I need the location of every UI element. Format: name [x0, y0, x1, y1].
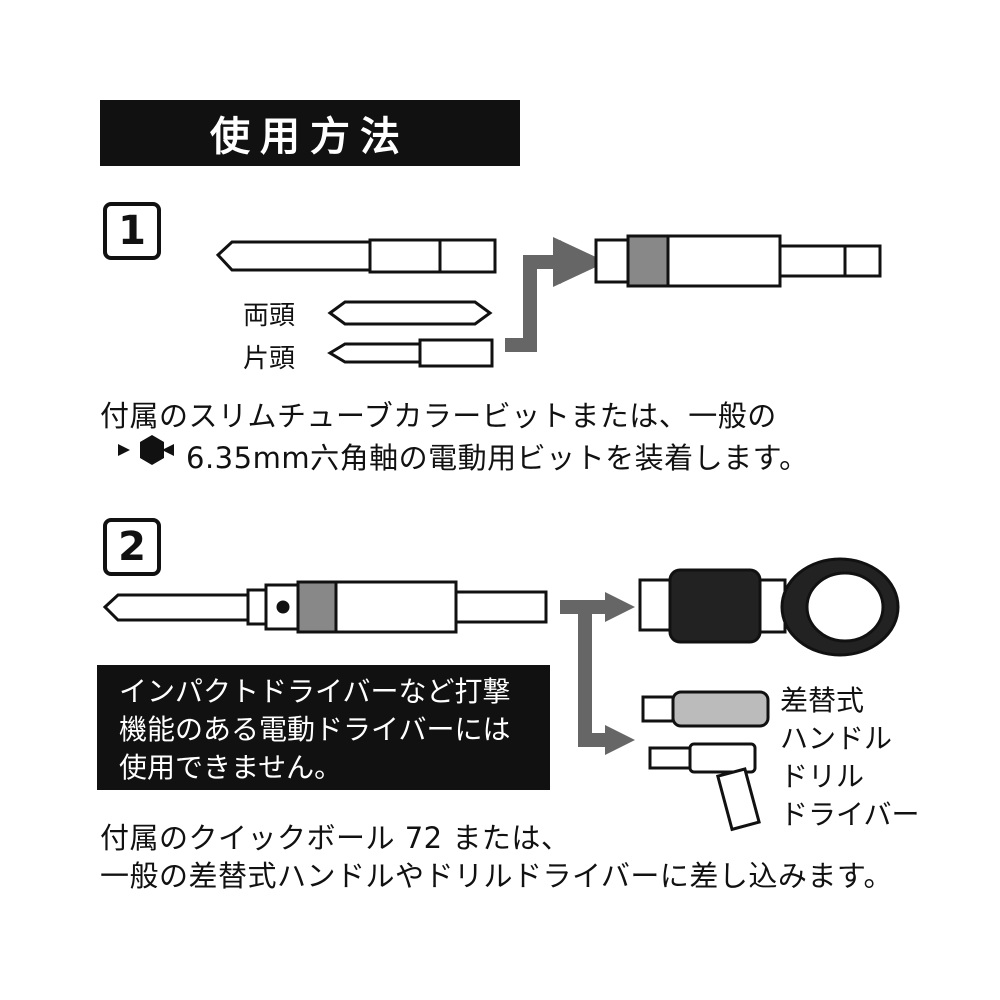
drill-illustration [648, 742, 761, 832]
label-drill: ドリル [780, 760, 865, 793]
holder-illustration [594, 234, 882, 288]
step1-text-line1: 付属のスリムチューブカラービットまたは、一般の [100, 399, 777, 433]
handle-labels: 差替式 ハンドル ドリル ドライバー [780, 682, 919, 834]
step1-number: 1 [103, 202, 161, 260]
screwdriver-handle-illustration [641, 690, 770, 728]
double-end-bit-illustration [327, 300, 493, 326]
step2-text-line2: 一般の差替式ハンドルやドリルドライバーに差し込みます。 [100, 859, 894, 893]
double-ended-label: 両頭 [243, 301, 296, 331]
warning-line: 使用できません。 [119, 751, 343, 784]
arrow-left-small-icon [162, 444, 174, 456]
label-handle: ハンドル [780, 722, 893, 755]
step2-number: 2 [103, 518, 161, 576]
warning-line: インパクトドライバーなど打撃 [119, 675, 511, 708]
single-ended-label: 片頭 [243, 344, 296, 374]
label-sashikae: 差替式 [780, 684, 865, 717]
warning-line: 機能のある電動ドライバーには [119, 713, 511, 746]
page-title: 使用方法 [100, 100, 520, 166]
assembled-holder-illustration [102, 580, 548, 634]
hex-icon [140, 435, 164, 465]
long-bit-illustration [215, 238, 497, 274]
arrow-step2 [560, 600, 610, 747]
warning-box: インパクトドライバーなど打撃 機能のある電動ドライバーには 使用できません。 [97, 665, 550, 790]
step1-text-line2: 6.35mm六角軸の電動用ビットを装着します。 [186, 441, 809, 475]
label-driver: ドライバー [780, 798, 920, 831]
single-end-bit-illustration [327, 338, 494, 368]
step2-text-line1: 付属のクイックボール 72 または、 [100, 821, 571, 855]
ratchet-handle-illustration [638, 557, 900, 657]
arrow-right-small-icon [118, 444, 130, 456]
